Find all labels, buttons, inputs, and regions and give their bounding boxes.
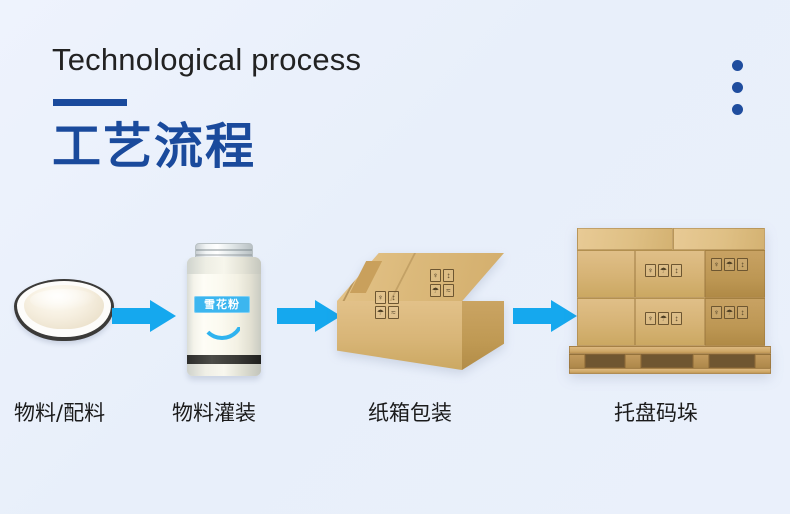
jar-body: [187, 257, 261, 376]
pallet-top-board: [569, 346, 771, 354]
pallet-stack-icon: ♆ ☂ ↕ ♆ ☂ ↕ ♆ ☂ ↕ ♆ ☂ ↕: [567, 228, 772, 374]
decorative-dot-icon: [732, 82, 743, 93]
this-way-up-icon: ↕: [737, 258, 748, 271]
step-caption-palletizing: 托盘码垛: [614, 401, 698, 425]
carton-back-right-top: [673, 228, 765, 250]
umbrella-icon: ☂: [724, 306, 735, 319]
umbrella-icon: ☂: [658, 264, 669, 277]
fragile-icon: ♆: [430, 269, 441, 282]
process-step-material-bowl: [14, 277, 114, 343]
powder-bowl-icon: [14, 277, 114, 343]
arrow-3-to-4: [513, 300, 577, 332]
jar-foot: [187, 364, 261, 376]
page-header: Technological process 工艺流程: [52, 40, 361, 175]
page-title-chinese: 工艺流程: [52, 118, 257, 175]
step-caption-material: 物料/配料: [14, 401, 106, 425]
shipping-marks-group: ♆ ☂ ↕: [645, 264, 683, 277]
carton-upper-right: [705, 250, 765, 298]
shipping-marks-group: ♆ ↕ ☂ ≈: [375, 291, 411, 319]
process-step-carton-packing: ♆ ↕ ☂ ≈ ♆ ↕ ☂ ≈: [337, 253, 504, 370]
powder-heap: [24, 285, 104, 329]
this-way-up-icon: ↕: [737, 306, 748, 319]
fragile-icon: ♆: [645, 264, 656, 277]
shipping-marks-group: ♆ ☂ ↕: [711, 306, 749, 319]
this-way-up-icon: ↕: [671, 264, 682, 277]
arrow-1-to-2: [112, 300, 176, 332]
step-caption-filling: 物料灌装: [172, 401, 256, 425]
umbrella-icon: ☂: [375, 306, 386, 319]
decorative-dot-icon: [732, 60, 743, 71]
pallet-gap: [709, 354, 755, 368]
jar-smile-arc-icon: [200, 318, 244, 340]
jar-label-text: 雪花粉: [204, 298, 240, 311]
step-captions-row: 物料/配料 物料灌装 纸箱包装 托盘码垛: [0, 398, 790, 438]
shipping-marks-group: ♆ ☂ ↕: [645, 312, 683, 325]
decorative-dot-icon: [732, 104, 743, 115]
process-step-pallet-stacking: ♆ ☂ ↕ ♆ ☂ ↕ ♆ ☂ ↕ ♆ ☂ ↕: [567, 228, 772, 374]
keep-dry-icon: ≈: [388, 306, 399, 319]
fragile-icon: ♆: [711, 306, 722, 319]
fragile-icon: ♆: [375, 291, 386, 304]
umbrella-icon: ☂: [430, 284, 441, 297]
jar-label: 雪花粉: [194, 296, 250, 313]
carton-side-face: [462, 301, 504, 370]
step-caption-packing: 纸箱包装: [368, 401, 452, 425]
carton-lower-mid: [635, 298, 705, 346]
this-way-up-icon: ↕: [671, 312, 682, 325]
title-underline-rule: [53, 99, 127, 106]
process-step-jar-filling: 雪花粉: [185, 243, 263, 376]
pallet-bottom-board: [569, 368, 771, 374]
jar-headspace: [187, 257, 261, 274]
pallet-gap: [585, 354, 625, 368]
arrow-2-to-3: [277, 300, 341, 332]
decorative-dots-group: [732, 60, 743, 115]
shipping-marks-group: ♆ ☂ ↕: [711, 258, 749, 271]
umbrella-icon: ☂: [658, 312, 669, 325]
carton-back-left-top: [577, 228, 673, 250]
jar-base-band: [187, 355, 261, 364]
carton-upper-mid: [635, 250, 705, 298]
carton-lower-left-side: [577, 298, 635, 346]
this-way-up-icon: ↕: [443, 269, 454, 282]
filled-jar-icon: 雪花粉: [185, 243, 263, 376]
keep-dry-icon: ≈: [443, 284, 454, 297]
fragile-icon: ♆: [711, 258, 722, 271]
carton-upper-left-side: [577, 250, 635, 298]
pallet-gap: [641, 354, 693, 368]
carton-box-icon: ♆ ↕ ☂ ≈ ♆ ↕ ☂ ≈: [337, 253, 504, 370]
fragile-icon: ♆: [645, 312, 656, 325]
this-way-up-icon: ↕: [388, 291, 399, 304]
shipping-marks-group: ♆ ↕ ☂ ≈: [430, 269, 466, 297]
umbrella-icon: ☂: [724, 258, 735, 271]
page-title-english: Technological process: [52, 42, 362, 77]
